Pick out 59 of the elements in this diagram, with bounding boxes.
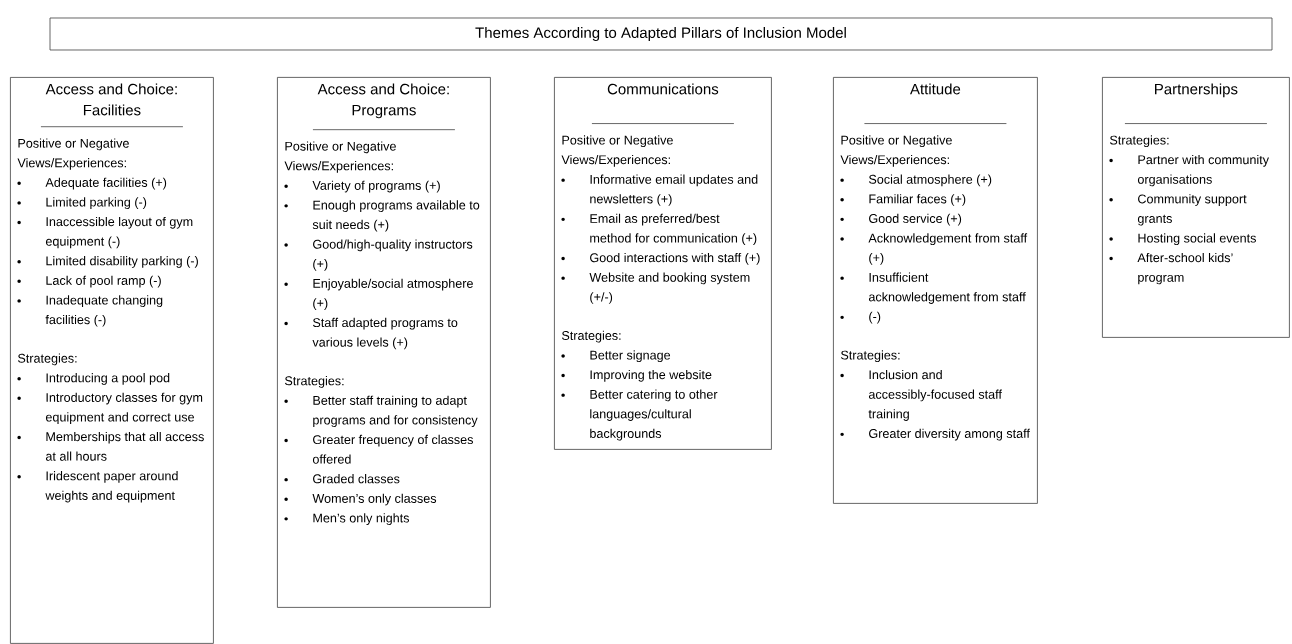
list-item: Enough programs available to suit needs (+) [312, 200, 480, 232]
theme-box [554, 77, 772, 450]
list-item: Social atmosphere (+) [868, 174, 992, 187]
list-item: Enjoyable/social atmosphere (+) [313, 278, 473, 310]
list-item: Inadequate changing facilities (-) [45, 295, 163, 327]
list-item: Greater frequency of classes offered [312, 434, 473, 464]
column-heading: Communications [607, 83, 719, 95]
list-item: Community support grants [1137, 194, 1247, 226]
list-item: Variety of programs (+) [312, 180, 440, 193]
list-item: Inaccessible layout of gym equipment (-) [45, 216, 193, 249]
list-item: Adequate facilities (+) [45, 177, 167, 190]
section-label: Strategies: [18, 353, 77, 366]
list-item: Greater diversity among staff [869, 428, 1030, 441]
title-box: Themes According to Adapted Pillars of Inclusion Model [49, 17, 1273, 51]
list-item: Graded classes [313, 474, 400, 484]
theme-box [833, 77, 1038, 504]
theme-box [277, 77, 491, 608]
list-item: Inclusion and accessibly-focused staff training [868, 369, 1002, 421]
list-item: Website and booking system (+/-) [589, 272, 750, 304]
section-label: Strategies: [285, 376, 344, 388]
list-item: Limited parking (-) [46, 197, 147, 210]
list-item: Familiar faces (+) [869, 194, 966, 206]
list-item: Acknowledgement from staff (+) [868, 233, 1028, 265]
list-item: Introductory classes for gym equipment and correct use [45, 392, 203, 424]
list-item: Iridescent paper around weights and equipment [45, 471, 178, 503]
section-label: Positive or Negative Views/Experiences: [284, 141, 396, 173]
section-label: Strategies: [562, 330, 621, 343]
list-item: Introducing a pool pod [46, 373, 170, 385]
theme-box [10, 77, 214, 644]
list-item: Women’s only classes [312, 493, 437, 506]
list-item: Insufficient acknowledgement from staff [868, 272, 1026, 304]
theme-box [1102, 77, 1290, 338]
list-item: After-school kids’ program [1137, 252, 1233, 285]
list-item: (-) [869, 311, 881, 324]
column-heading: Partnerships [1155, 83, 1238, 98]
list-item: Improving the website [590, 369, 712, 382]
list-item: Email as preferred/best method for communication (+) [590, 213, 757, 246]
column-heading: Access and Choice: Facilities [45, 83, 177, 116]
list-item: Good interactions with staff (+) [590, 252, 760, 265]
list-item: Staff adapted programs to various levels (+) [312, 317, 458, 350]
list-item: Good/high-quality instructors (+) [313, 239, 473, 271]
section-label: Strategies: [840, 350, 900, 363]
list-item: Limited disability parking (-) [46, 256, 198, 268]
section-label: Positive or Negative Views/Experiences: [840, 135, 952, 167]
column-heading: Access and Choice: Programs [317, 83, 449, 119]
section-label: Strategies: [1109, 135, 1169, 148]
list-item: Better staff training to adapt programs and for consistency [313, 395, 478, 427]
section-label: Positive or Negative Views/Experiences: [17, 138, 129, 170]
list-item: Hosting social events [1138, 233, 1256, 246]
section-label: Positive or Negative Views/Experiences: [561, 135, 673, 167]
list-item: Lack of pool ramp (-) [46, 275, 161, 288]
list-item: Memberships that all access at all hours [45, 431, 204, 461]
list-item: Men’s only nights [313, 513, 410, 525]
list-item: Better signage [590, 350, 671, 363]
column-heading: Attitude [910, 83, 961, 95]
list-item: Partner with community organisations [1137, 154, 1269, 187]
list-item: Better catering to other languages/cultural backgrounds [590, 389, 718, 441]
list-item: Informative email updates and newsletters (+) [590, 174, 758, 206]
list-item: Good service (+) [869, 213, 962, 226]
